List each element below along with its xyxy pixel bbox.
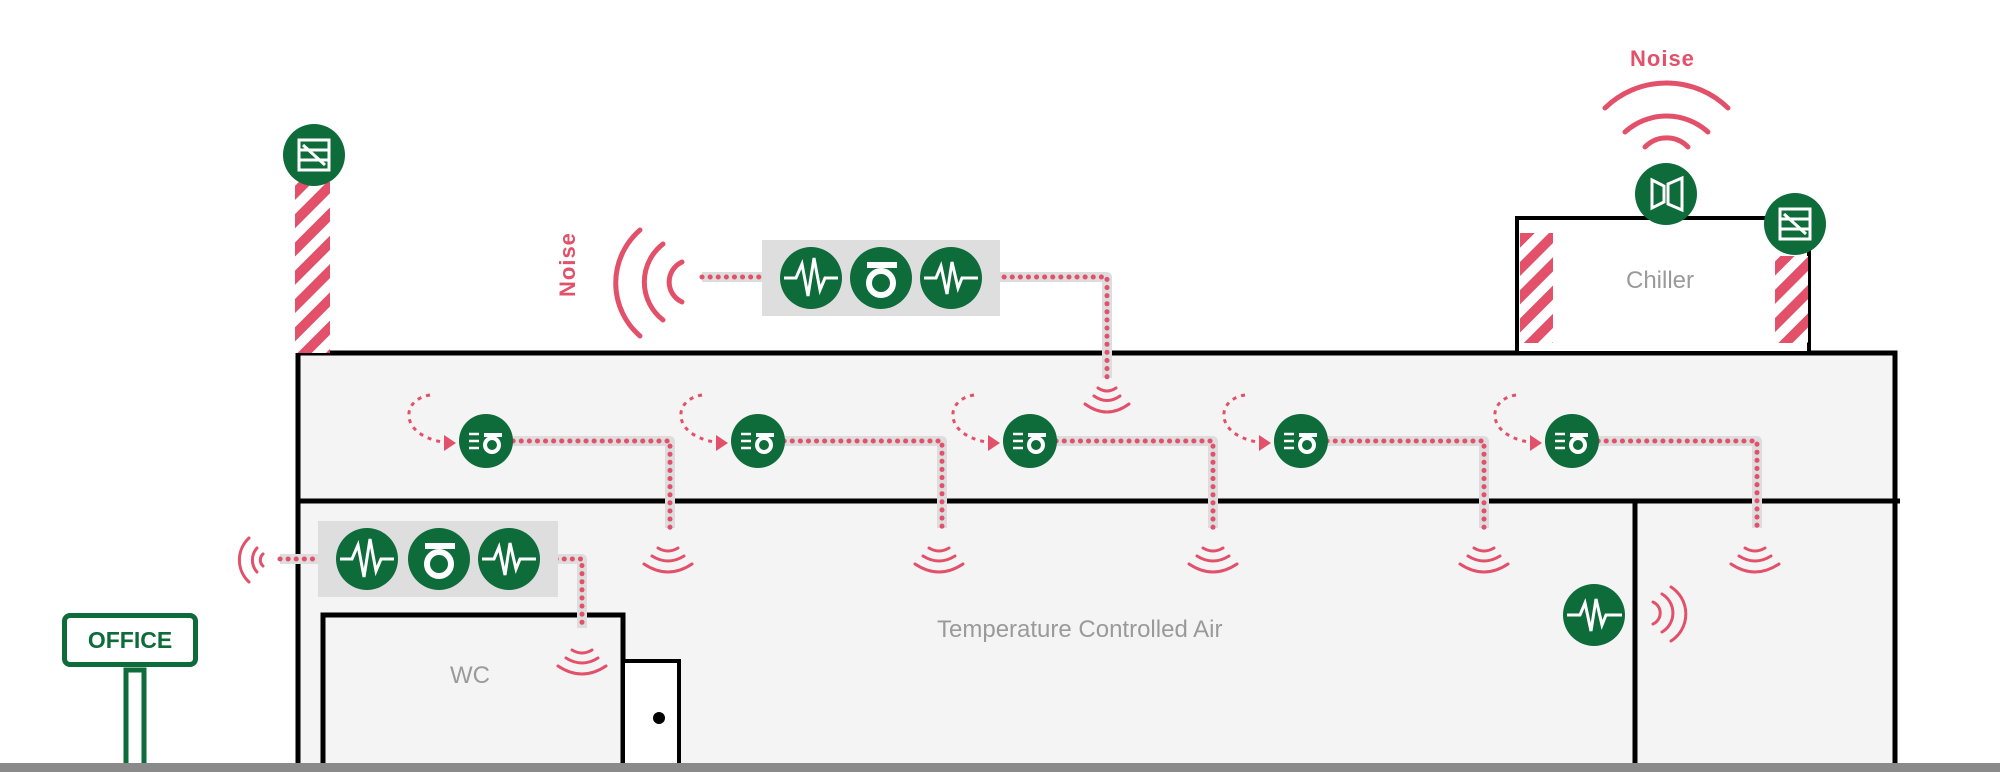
wc-extract-duct xyxy=(277,554,587,631)
office-sign: OFFICE xyxy=(62,613,198,667)
fan-coil-unit-icon xyxy=(1545,414,1599,468)
fan-icon xyxy=(408,528,470,590)
wc-door xyxy=(621,659,681,772)
sound-wave-icon xyxy=(237,536,265,584)
sound-wave-icon xyxy=(1458,546,1510,574)
chiller-label: Chiller xyxy=(1626,267,1695,294)
fan-coil-unit-icon xyxy=(1003,414,1057,468)
fan-icon xyxy=(850,247,912,309)
sound-wave-icon xyxy=(1187,546,1239,574)
attenuator-icon xyxy=(920,247,982,309)
sound-wave-icon xyxy=(1729,546,1781,574)
wc-room xyxy=(320,612,626,772)
noise-label-rooftop: Noise xyxy=(555,232,580,297)
sign-post xyxy=(123,667,147,772)
rooftop-duct xyxy=(699,272,1112,381)
chiller-box xyxy=(1515,216,1811,355)
sound-wave-icon xyxy=(1651,585,1688,643)
vibration-icon xyxy=(780,247,842,309)
building-ceiling-void xyxy=(295,350,1898,504)
return-air-arrows xyxy=(407,393,1539,445)
fan-coil-unit-icon xyxy=(459,414,513,468)
silencer-icon xyxy=(1764,193,1826,255)
silencer-icon xyxy=(283,124,345,186)
ground-line xyxy=(0,763,2000,772)
chiller-hatch-left xyxy=(1520,233,1553,343)
sound-wave-icon xyxy=(642,546,694,574)
vibration-icon xyxy=(1563,584,1625,646)
fan-coil-chain xyxy=(502,436,1762,531)
attenuator-icon xyxy=(478,528,540,590)
chiller-hatch-right xyxy=(1775,256,1808,343)
sound-wave-icon xyxy=(556,648,608,676)
sound-wave-icon xyxy=(1083,386,1131,414)
main-area-label: Temperature Controlled Air xyxy=(937,616,1223,643)
noise-label-chiller: Noise xyxy=(1630,46,1695,71)
sound-wave-icon xyxy=(613,227,685,339)
office-sign-label: OFFICE xyxy=(87,626,173,653)
sound-wave-icon xyxy=(1602,80,1731,150)
door-handle xyxy=(653,712,665,724)
fan-coil-unit-icon xyxy=(731,414,785,468)
arrow-heads xyxy=(444,435,1542,451)
vibration-icon xyxy=(336,528,398,590)
fan-coil-unit-icon xyxy=(1274,414,1328,468)
chiller-unit-icon xyxy=(1635,163,1697,225)
wc-label: WC xyxy=(450,662,490,689)
sound-wave-icon xyxy=(913,546,965,574)
exhaust-stack xyxy=(295,182,330,353)
